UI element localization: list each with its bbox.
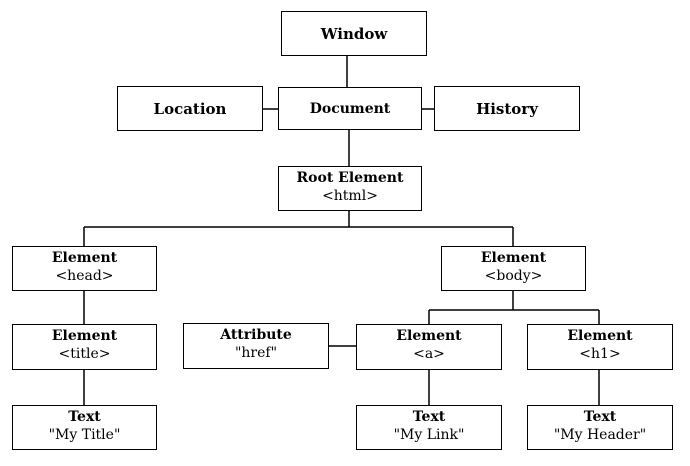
text-link-value: "My Link" <box>393 427 465 443</box>
text-title-value: "My Title" <box>48 427 121 443</box>
text-link-label: Text <box>412 409 446 425</box>
body-element-title: Element <box>480 250 547 266</box>
head-element-tag: <head> <box>55 268 114 284</box>
h1-element-title: Element <box>567 328 633 344</box>
h1-element-node: Element <h1> <box>527 324 673 370</box>
root-element-tag: <html> <box>322 188 378 204</box>
text-header-node: Text "My Header" <box>527 405 673 450</box>
a-element-node: Element <a> <box>356 324 502 370</box>
window-label: Window <box>320 24 388 43</box>
location-node: Location <box>117 86 263 131</box>
text-title-label: Text <box>68 409 101 425</box>
root-element-title: Root Element <box>296 170 404 186</box>
head-element-title: Element <box>51 250 118 266</box>
h1-element-tag: <h1> <box>579 346 621 362</box>
history-label: History <box>476 99 538 118</box>
head-element-node: Element <head> <box>12 246 157 291</box>
window-node: Window <box>281 11 427 56</box>
a-element-tag: <a> <box>413 346 445 362</box>
attribute-node: Attribute "href" <box>183 323 329 369</box>
root-element-node: Root Element <html> <box>278 166 422 211</box>
attribute-title: Attribute <box>220 327 292 343</box>
title-element-tag: <title> <box>58 346 111 362</box>
document-node: Document <box>278 87 422 130</box>
a-element-title: Element <box>396 328 462 344</box>
history-node: History <box>434 86 580 131</box>
body-element-tag: <body> <box>484 268 543 284</box>
document-label: Document <box>309 100 391 117</box>
title-element-title: Element <box>51 328 118 344</box>
text-header-value: "My Header" <box>553 427 647 443</box>
location-label: Location <box>153 99 227 118</box>
text-title-node: Text "My Title" <box>12 405 157 450</box>
body-element-node: Element <body> <box>441 246 586 291</box>
attribute-value: "href" <box>234 345 278 361</box>
text-header-label: Text <box>583 409 617 425</box>
title-element-node: Element <title> <box>12 324 157 370</box>
text-link-node: Text "My Link" <box>356 405 502 450</box>
